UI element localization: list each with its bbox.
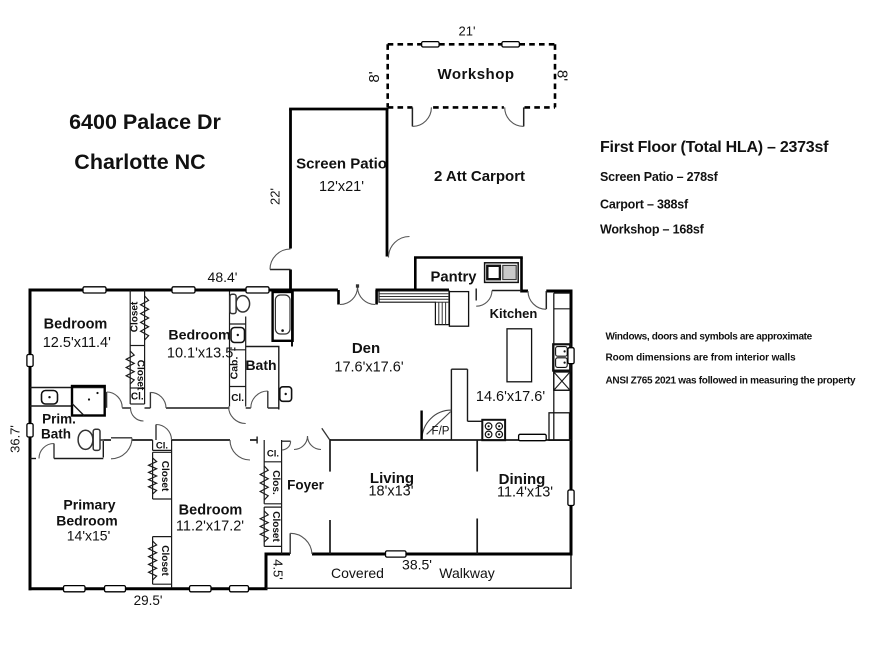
svg-text:F/P: F/P (432, 426, 450, 438)
svg-text:Cab.: Cab. (229, 357, 241, 380)
svg-text:21': 21' (459, 24, 476, 39)
svg-text:Cl.: Cl. (231, 393, 244, 404)
svg-text:4.5': 4.5' (271, 559, 286, 580)
svg-text:2 Att Carport: 2 Att Carport (434, 168, 525, 185)
svg-text:Cl.: Cl. (156, 441, 168, 452)
svg-text:Windows, doors and symbols are: Windows, doors and symbols are approxima… (606, 332, 813, 343)
svg-text:Bedroom: Bedroom (179, 503, 243, 519)
svg-text:First Floor (Total HLA) – 2373: First Floor (Total HLA) – 2373sf (600, 139, 829, 156)
svg-text:12'x21': 12'x21' (319, 179, 364, 195)
svg-text:10.1'x13.5': 10.1'x13.5' (167, 345, 236, 361)
svg-text:Screen Patio: Screen Patio (296, 156, 387, 173)
svg-text:Bedroom: Bedroom (44, 316, 108, 332)
svg-text:Clos.: Clos. (270, 470, 281, 495)
svg-text:48.4': 48.4' (208, 269, 238, 285)
svg-text:Closet: Closet (134, 360, 145, 391)
svg-text:Charlotte NC: Charlotte NC (74, 150, 205, 174)
svg-text:Closet: Closet (159, 545, 170, 576)
svg-text:17.6'x17.6': 17.6'x17.6' (334, 360, 403, 376)
svg-text:Covered: Covered (331, 565, 384, 581)
svg-text:36.7': 36.7' (8, 425, 23, 453)
svg-text:29.5': 29.5' (134, 593, 163, 608)
svg-text:8': 8' (366, 71, 383, 82)
svg-text:Closet: Closet (270, 511, 281, 542)
svg-text:18'x13': 18'x13' (368, 484, 413, 500)
svg-text:Prim.: Prim. (42, 412, 76, 427)
svg-text:38.5': 38.5' (402, 557, 432, 573)
svg-text:Closet: Closet (159, 461, 170, 492)
svg-text:6400 Palace Dr: 6400 Palace Dr (69, 110, 221, 134)
svg-text:Workshop – 168sf: Workshop – 168sf (600, 223, 705, 237)
svg-text:Foyer: Foyer (287, 478, 325, 493)
svg-text:14.6'x17.6': 14.6'x17.6' (476, 389, 545, 405)
svg-text:Carport – 388sf: Carport – 388sf (600, 198, 689, 212)
svg-text:Pantry: Pantry (430, 270, 477, 286)
svg-text:22': 22' (268, 188, 283, 205)
svg-text:Dining: Dining (499, 471, 546, 488)
svg-text:Bedroom: Bedroom (168, 328, 230, 344)
svg-text:Room dimensions are from inter: Room dimensions are from interior walls (606, 353, 797, 364)
svg-text:Workshop: Workshop (437, 66, 514, 83)
svg-text:Screen Patio – 278sf: Screen Patio – 278sf (600, 170, 719, 184)
svg-text:Walkway: Walkway (439, 565, 495, 581)
svg-text:Living: Living (370, 470, 414, 487)
svg-text:ANSI Z765 2021 was followed in: ANSI Z765 2021 was followed in measuring… (606, 376, 856, 387)
svg-text:14'x15': 14'x15' (67, 528, 111, 544)
svg-text:Primary: Primary (63, 497, 115, 513)
svg-text:11.2'x17.2': 11.2'x17.2' (176, 519, 244, 535)
svg-text:Cl.: Cl. (267, 448, 279, 459)
svg-text:Den: Den (352, 340, 380, 357)
svg-text:12.5'x11.4': 12.5'x11.4' (43, 335, 111, 351)
svg-text:8': 8' (554, 70, 571, 81)
svg-text:Bath: Bath (245, 357, 276, 373)
svg-text:Closet: Closet (129, 301, 140, 332)
svg-text:Bath: Bath (41, 427, 71, 442)
svg-text:Cl.: Cl. (131, 392, 144, 403)
svg-text:Bedroom: Bedroom (56, 513, 117, 529)
svg-text:11.4'x13': 11.4'x13' (497, 485, 553, 501)
svg-text:Kitchen: Kitchen (490, 306, 538, 321)
